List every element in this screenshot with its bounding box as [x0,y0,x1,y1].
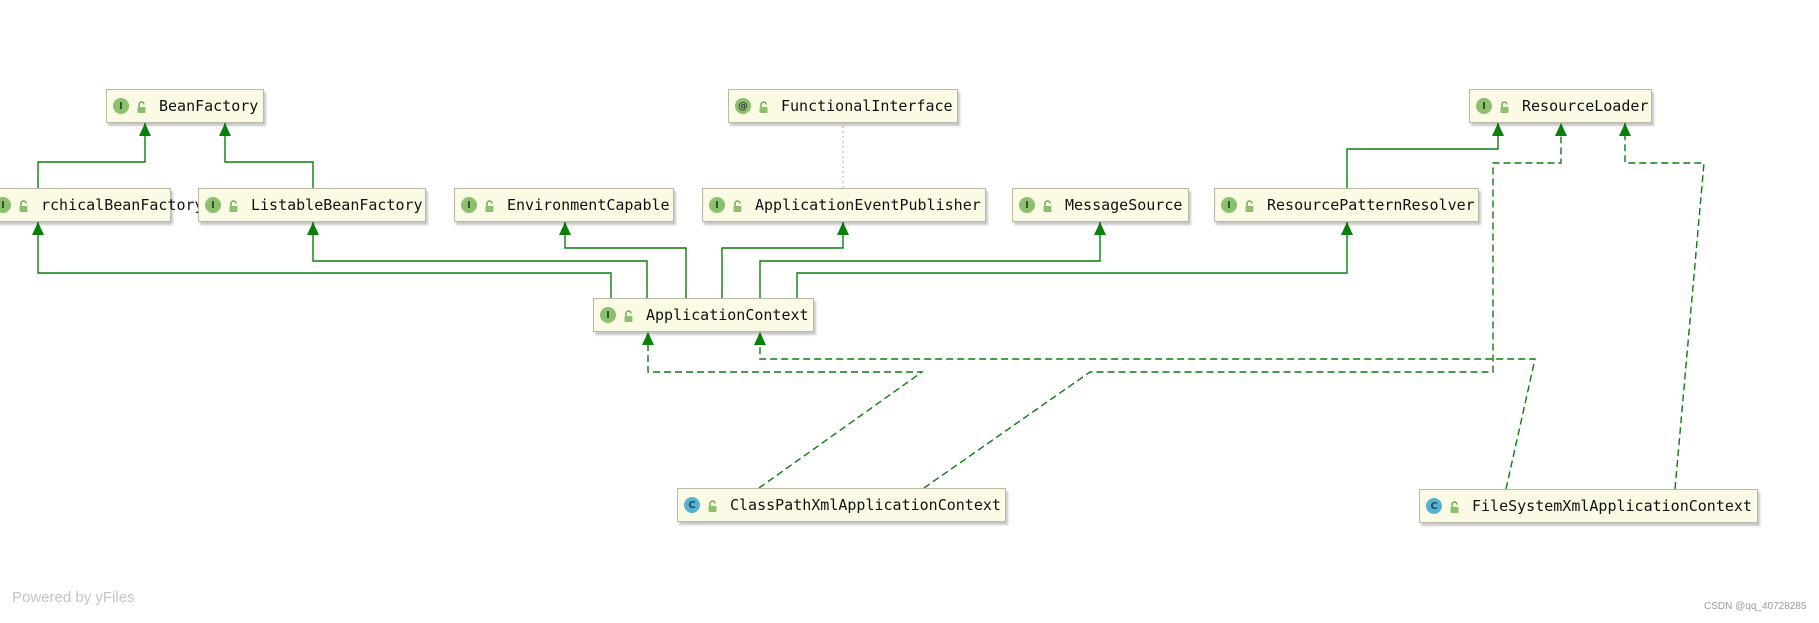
public-lock-icon [135,99,149,113]
node-label: ApplicationContext [646,306,809,324]
interface-badge-icon: I [113,98,129,114]
public-lock-icon [227,198,241,212]
public-lock-icon [1243,198,1257,212]
node-label: FunctionalInterface [781,97,953,115]
class-badge-icon: C [1426,498,1442,514]
extends-edge-ApplicationContext-to-EnvironmentCapable [564,222,687,298]
public-lock-icon [1448,499,1462,513]
implements-edge-ClassPathXmlApplicationContext-to-ResourceLoader [923,123,1562,489]
powered-by-label: Powered by yFiles [12,589,135,606]
interface-badge-icon: I [0,197,11,213]
extends-edge-ResourcePatternResolver-to-ResourceLoader [1346,123,1499,188]
implements-edge-FileSystemXmlApplicationContext-to-ApplicationContext [759,332,1536,490]
arrowhead-icon [1619,123,1631,136]
arrowhead-icon [837,222,849,235]
public-lock-icon [731,198,745,212]
public-lock-icon [17,198,31,212]
arrowhead-icon [754,332,766,345]
arrowhead-icon [139,123,151,136]
node-label: FileSystemXmlApplicationContext [1472,497,1752,515]
node-message-source[interactable]: I MessageSource [1012,188,1189,222]
arrowhead-icon [642,332,654,345]
interface-badge-icon: I [1221,197,1237,213]
public-lock-icon [757,99,771,113]
node-label: BeanFactory [159,97,259,115]
node-label: ResourcePatternResolver [1267,196,1475,214]
node-application-event-publisher[interactable]: I ApplicationEventPublisher [702,188,986,222]
csdn-watermark: CSDN @qq_40728285 [1704,601,1807,612]
arrowhead-icon [307,222,319,235]
node-resource-loader[interactable]: I ResourceLoader [1469,89,1652,123]
interface-badge-icon: I [1476,98,1492,114]
node-label: EnvironmentCapable [507,196,670,214]
extends-edge-ApplicationContext-to-HierarchicalBeanFactory [37,222,612,298]
node-label: ClassPathXmlApplicationContext [730,496,1001,514]
public-lock-icon [483,198,497,212]
public-lock-icon [1498,99,1512,113]
implements-edge-ClassPathXmlApplicationContext-to-ApplicationContext [647,332,925,489]
node-label: rchicalBeanFactory [41,196,204,214]
extends-edge-ApplicationContext-to-ApplicationEventPublisher [721,222,844,298]
interface-badge-icon: I [461,197,477,213]
arrowhead-icon [32,222,44,235]
extends-edge-ApplicationContext-to-MessageSource [759,222,1101,298]
interface-badge-icon: I [600,307,616,323]
node-application-context[interactable]: I ApplicationContext [593,298,814,332]
node-bean-factory[interactable]: I BeanFactory [106,89,264,123]
node-class-path-xml-application-context[interactable]: C ClassPathXmlApplicationContext [677,488,1006,522]
arrowhead-icon [559,222,571,235]
node-environment-capable[interactable]: I EnvironmentCapable [454,188,674,222]
node-label: ApplicationEventPublisher [755,196,981,214]
arrowhead-icon [1555,123,1567,136]
arrowhead-icon [219,123,231,136]
node-label: MessageSource [1065,196,1183,214]
node-label: ResourceLoader [1522,97,1649,115]
node-resource-pattern-resolver[interactable]: I ResourcePatternResolver [1214,188,1479,222]
extends-edge-ApplicationContext-to-ListableBeanFactory [312,222,648,298]
node-label: ListableBeanFactory [251,196,423,214]
interface-badge-icon: I [205,197,221,213]
implements-edge-FileSystemXmlApplicationContext-to-ResourceLoader [1624,123,1705,490]
extends-edge-ApplicationContext-to-ResourcePatternResolver [796,222,1348,298]
public-lock-icon [706,498,720,512]
arrowhead-icon [1492,123,1504,136]
extends-edge-ListableBeanFactory-to-BeanFactory [224,123,314,188]
node-file-system-xml-application-context[interactable]: C FileSystemXmlApplicationContext [1419,489,1758,523]
class-badge-icon: C [684,497,700,513]
interface-badge-icon: I [1019,197,1035,213]
arrowhead-icon [1341,222,1353,235]
arrowhead-icon [1094,222,1106,235]
extends-edge-HierarchicalBeanFactory-to-BeanFactory [37,123,146,188]
interface-badge-icon: I [709,197,725,213]
node-functional-interface[interactable]: @ FunctionalInterface [728,89,958,123]
annotation-badge-icon: @ [735,98,751,114]
public-lock-icon [1041,198,1055,212]
node-listable-bean-factory[interactable]: I ListableBeanFactory [198,188,426,222]
public-lock-icon [622,308,636,322]
